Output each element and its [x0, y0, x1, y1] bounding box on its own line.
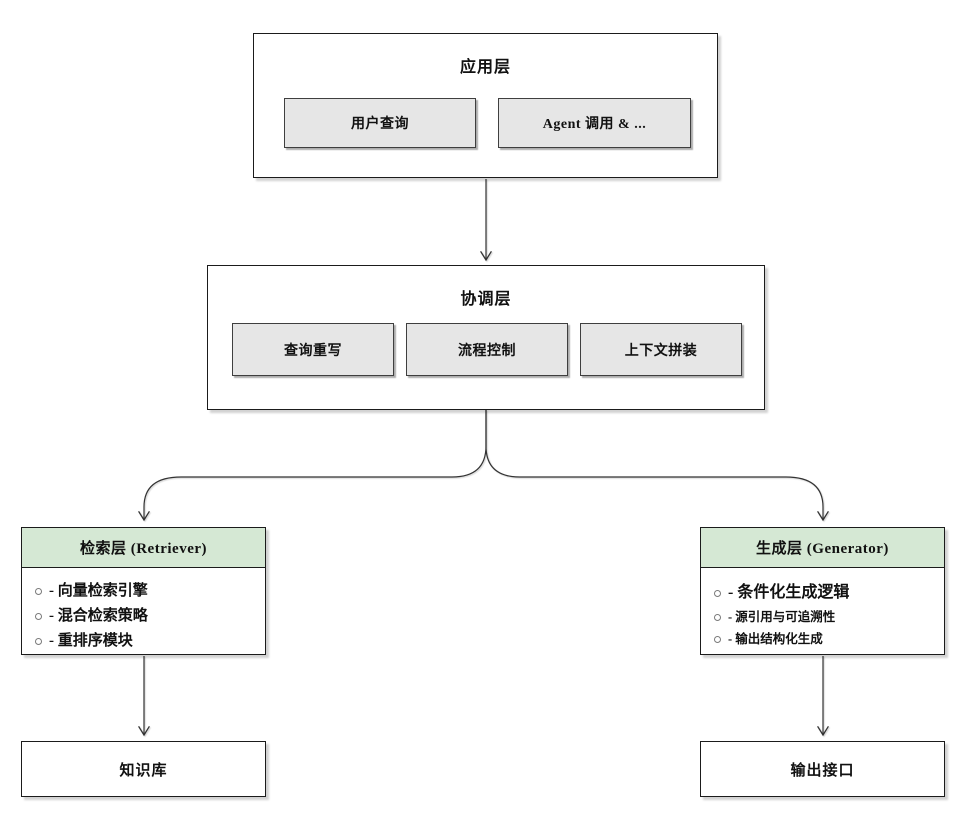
- node-application-layer[interactable]: 应用层 用户查询 Agent 调用 & ...: [253, 33, 718, 178]
- retriever-layer-title: 检索层 (Retriever): [79, 541, 208, 557]
- node-orchestration-layer[interactable]: 协调层 查询重写 流程控制 上下文拼装: [207, 265, 765, 410]
- item-text: - 重排序模块: [49, 633, 133, 649]
- node-agent-call[interactable]: Agent 调用 & ...: [498, 98, 691, 148]
- retriever-layer-body: - 向量检索引擎 - 混合检索策略 - 重排序模块: [22, 568, 265, 654]
- orchestration-layer-title: 协调层: [460, 291, 512, 308]
- item-text: - 源引用与可追溯性: [728, 610, 836, 624]
- generator-layer-header: 生成层 (Generator): [701, 528, 944, 568]
- node-user-query[interactable]: 用户查询: [284, 98, 476, 148]
- bullet-circle-icon: [35, 613, 42, 620]
- context-assembly-label: 上下文拼装: [624, 343, 698, 359]
- flow-control-label: 流程控制: [458, 343, 516, 359]
- generator-layer-title: 生成层 (Generator): [756, 541, 889, 557]
- retriever-layer-header: 检索层 (Retriever): [22, 528, 265, 568]
- application-layer-title: 应用层: [459, 59, 511, 76]
- node-context-assembly[interactable]: 上下文拼装: [580, 323, 742, 376]
- list-item: - 源引用与可追溯性: [714, 606, 938, 628]
- list-item: - 输出结构化生成: [714, 628, 938, 650]
- list-item: - 混合检索策略: [35, 604, 259, 629]
- node-generator-layer[interactable]: 生成层 (Generator) - 条件化生成逻辑 - 源引用与可追溯性 - 输…: [700, 527, 945, 655]
- item-text: - 混合检索策略: [49, 608, 148, 624]
- node-query-rewrite[interactable]: 查询重写: [232, 323, 394, 376]
- generator-layer-body: - 条件化生成逻辑 - 源引用与可追溯性 - 输出结构化生成: [701, 568, 944, 654]
- item-text: - 条件化生成逻辑: [728, 584, 850, 601]
- knowledge-base-label: 知识库: [119, 762, 168, 779]
- bullet-circle-icon: [714, 635, 721, 643]
- list-item: - 条件化生成逻辑: [714, 580, 938, 606]
- query-rewrite-label: 查询重写: [284, 343, 342, 359]
- node-output-interface[interactable]: 输出接口: [700, 741, 945, 797]
- bullet-circle-icon: [35, 588, 42, 595]
- bullet-circle-icon: [714, 589, 721, 597]
- bullet-circle-icon: [35, 638, 42, 645]
- list-item: - 重排序模块: [35, 629, 259, 654]
- node-flow-control[interactable]: 流程控制: [406, 323, 568, 376]
- output-interface-label: 输出接口: [790, 762, 855, 779]
- arrow-orchestration-to-retriever: [138, 410, 487, 522]
- agent-call-label: Agent 调用 & ...: [542, 117, 647, 132]
- node-knowledge-base[interactable]: 知识库: [21, 741, 266, 797]
- item-text: - 向量检索引擎: [49, 583, 148, 599]
- user-query-label: 用户查询: [351, 117, 409, 132]
- item-text: - 输出结构化生成: [728, 632, 823, 646]
- arrow-orchestration-to-generator: [485, 410, 829, 522]
- node-retriever-layer[interactable]: 检索层 (Retriever) - 向量检索引擎 - 混合检索策略 - 重排序模…: [21, 527, 266, 655]
- list-item: - 向量检索引擎: [35, 579, 259, 604]
- bullet-circle-icon: [714, 613, 721, 621]
